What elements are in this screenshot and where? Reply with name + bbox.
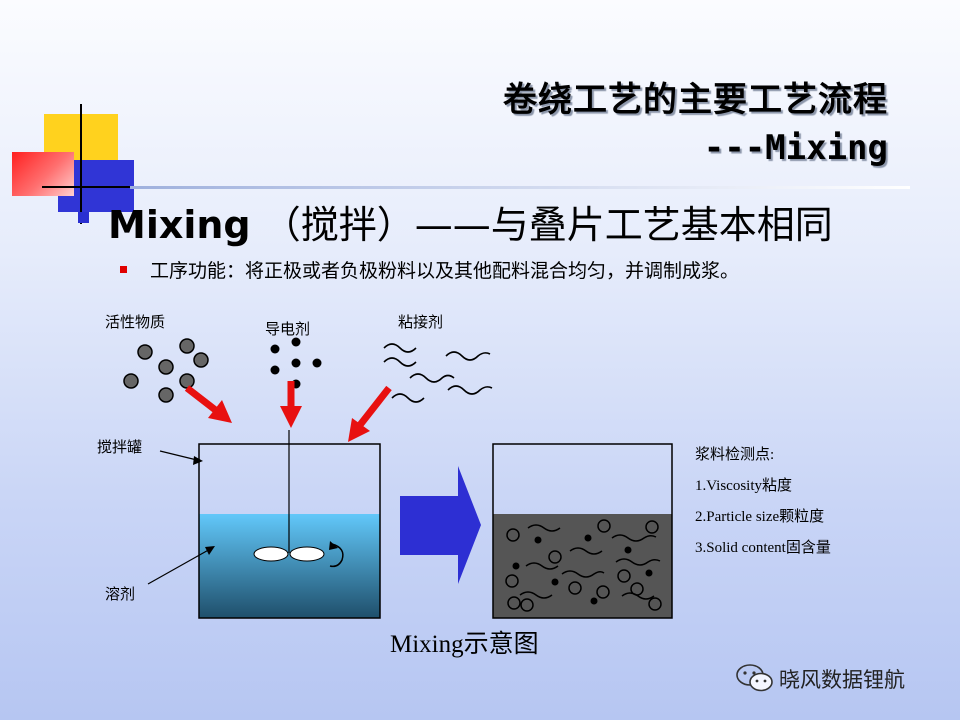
check-item: 3.Solid content固含量 [695,540,831,556]
label-solvent: 溶剂 [105,585,136,603]
mixing-tank [198,430,381,619]
red-arrows [184,381,392,442]
deco-horizontal-line [42,186,132,188]
slurry-tank [492,443,673,619]
deco-red-square [12,152,74,196]
slide-subtitle: ---Mixing [703,128,888,168]
subpoint-text: 工序功能：将正极或者负极粉料以及其他配料混合均匀，并调制成浆。 [150,260,740,282]
watermark-text: 晓风数据锂航 [779,668,905,692]
checks-title: 浆料检测点: [695,447,775,463]
wechat-logo-icon [736,664,773,692]
slurry-check-points: 浆料检测点: 1.Viscosity粘度 2.Particle size颗粒度 … [695,440,831,564]
label-active-material: 活性物质 [105,313,166,331]
big-blue-arrow [400,466,481,584]
deco-vertical-line [80,104,82,224]
heading-english: Mixing [108,203,251,247]
heading-chinese: （搅拌）——与叠片工艺基本相同 [262,203,833,247]
active-material-particles [123,338,209,403]
label-mixing-tank: 搅拌罐 [97,438,143,456]
slide-title: 卷绕工艺的主要工艺流程 [503,80,888,120]
binder-squiggles [383,343,493,403]
title-underline [130,186,910,189]
label-binder: 粘接剂 [398,313,444,331]
check-item: 2.Particle size颗粒度 [695,509,825,525]
sub-bullet-square-icon [120,266,127,273]
conductive-agent-dots [270,337,322,389]
solvent-pointer-line [147,547,213,585]
bullet-square-icon [78,212,89,223]
diagram-caption: Mixing示意图 [390,631,539,658]
label-conductive-agent: 导电剂 [265,320,311,338]
section-heading: Mixing （搅拌）——与叠片工艺基本相同 [108,194,833,249]
check-item: 1.Viscosity粘度 [695,478,793,494]
